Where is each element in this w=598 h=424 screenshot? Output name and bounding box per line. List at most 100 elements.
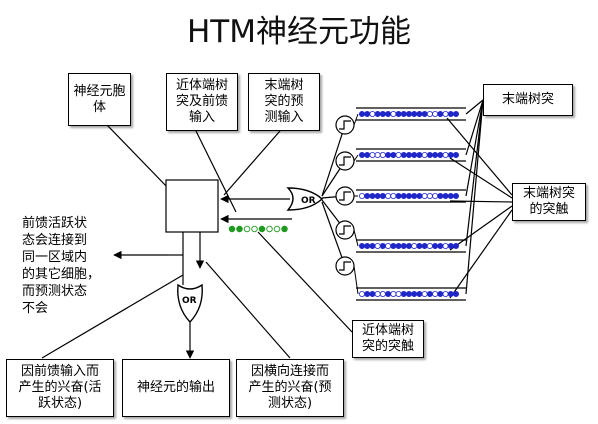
segment-3-synapse [447,192,454,199]
segment-1-synapse [385,111,392,118]
segment-2-synapse [452,151,459,158]
callout-distal-synapse-1 [446,117,513,196]
segment-3-synapse [432,192,439,199]
threshold-step-2 [339,156,351,166]
segment-2-synapse [432,151,439,158]
threshold-icon-3 [335,186,355,206]
callout-distal-dendrite-1 [465,99,484,115]
segment-1-synapse [411,111,418,118]
segment-5-synapse [452,290,459,297]
threshold-step-5 [339,261,351,271]
segment-4-synapse [364,242,371,249]
segment-3-synapse [369,192,376,199]
distal-segments [356,107,466,301]
segment-2-synapse [442,151,449,158]
segment-4-synapse [374,242,381,249]
segment-4-synapse [390,242,397,249]
segment-2-synapse [374,151,381,158]
segment-5-synapse [395,290,402,297]
segment-2-synapse [416,151,423,158]
segment-5-synapse [416,290,423,297]
callout-distal-synapse-2 [449,157,513,199]
segment-2-synapse [405,151,412,158]
threshold-step-1 [339,120,351,130]
segment-1-synapse [369,111,376,118]
threshold-step-4 [339,225,351,235]
segment-4-synapse [405,242,412,249]
segment-4-synapse [416,242,423,249]
segment-3-synapse [452,192,459,199]
segment-2-synapse [369,151,376,158]
segment-4-synapse [369,242,376,249]
segment-2-synapse [400,151,407,158]
callout-distal-synapse-4 [449,205,513,251]
segment-1-synapse [379,111,386,118]
segment-3-synapse [411,192,418,199]
proximal-synapse [281,225,288,233]
callout-proximal-synapses [257,231,353,333]
proximal-synapse [228,225,236,233]
segment-4-synapse [437,242,444,249]
segment-4-synapse [452,242,459,249]
label-cell-body: 神经元胞 体 [68,73,131,126]
diagram-title: HTM神经元功能 [187,14,411,50]
segment-4-synapse [385,242,392,249]
output-or-gate: OR [177,283,203,324]
callout-feedforward-state [41,274,184,359]
segment-4-synapse [432,242,439,249]
callout-distal-synapse-5 [449,209,513,299]
segment-1-synapse [437,111,444,118]
segment-1-synapse [432,111,439,118]
proximal-synapse [243,225,251,233]
segment-3-synapse [442,192,449,199]
label-feedforward-state: 因前馈输入而 产生的兴奋(活 跃状态) [6,359,114,417]
segment-5-synapse [426,290,433,297]
segment-4-synapse [442,242,449,249]
segment-2-synapse [421,151,428,158]
threshold-step-3 [339,191,351,201]
cell-body [165,179,219,233]
segment-5-synapse [437,290,444,297]
proximal-synapse [266,225,273,233]
segment-1-synapse [426,111,433,118]
side-note: 前馈活跃状 态会连接到 同一区域内 的其它细胞， 而预测状态 不会 [22,216,101,316]
callout-distal-input [223,130,281,196]
segment-3-synapse [400,192,407,199]
segment-1-synapse [452,111,459,118]
segment-2-synapse [390,151,397,158]
segment-1-synapse [395,111,402,118]
label-distal-dendrites: 末端树突 [483,84,573,116]
segment-1-synapse [374,111,381,118]
callout-lateral-state [205,261,291,359]
segment-1-synapse [400,111,407,118]
segment-1-synapse [364,111,371,118]
segment-5-synapse [405,290,412,297]
segment-2-synapse [411,151,418,158]
segment-1-synapse [390,111,397,118]
segment-2-synapse [395,151,402,158]
segment-1-synapse [416,111,423,118]
proximal-synapse [258,225,266,233]
segment-2-synapse [385,151,392,158]
segment-5-synapse [364,290,371,297]
segment-2-synapse [437,151,444,158]
callout-cell-body [106,124,171,191]
segment-5-synapse [374,290,381,297]
segment-2-synapse [447,151,454,158]
segment-3-synapse [426,192,433,199]
segment-3-synapse [437,192,444,199]
segment-2-synapse [358,151,365,158]
threshold-icons [335,113,359,295]
threshold-icon-4 [335,220,355,240]
segment-3-synapse [364,192,371,199]
proximal-synapse [236,225,243,233]
label-proximal-synapses: 近体端树 突的突触 [352,320,424,358]
dendrite-or-gate: OR [286,187,324,211]
segment-5-synapse [369,290,376,297]
segment-5-synapse [421,290,428,297]
segment-5-synapse [379,290,386,297]
segment-5-synapse [400,290,407,297]
segment-3-synapse [416,192,423,199]
segment-3-synapse [385,192,392,199]
